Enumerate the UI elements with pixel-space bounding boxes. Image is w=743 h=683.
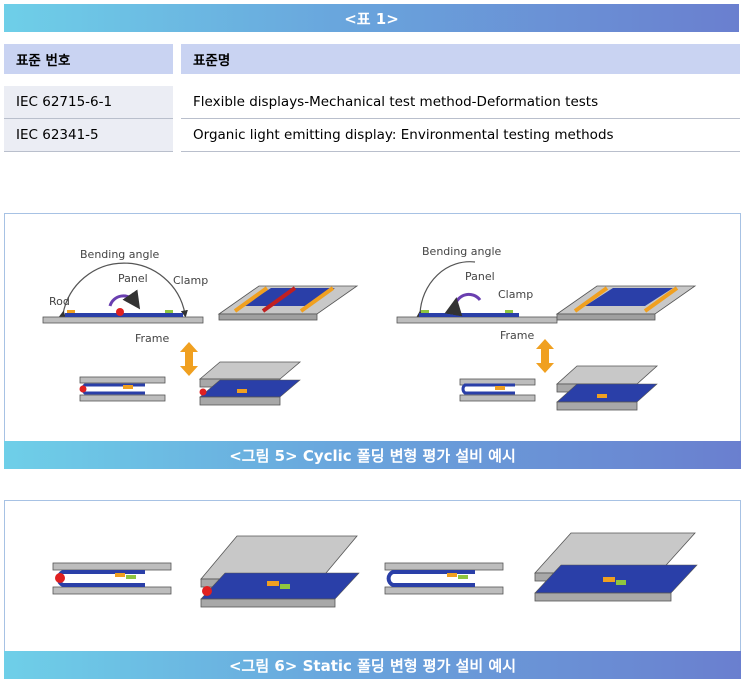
header-standard-number: 표준 번호 <box>4 44 173 74</box>
standard-name-cell: Flexible displays-Mechanical test method… <box>181 86 740 119</box>
standards-table: 표준 번호 표준명 IEC 62715-6-1 Flexible display… <box>4 44 740 152</box>
frame-label-right: Frame <box>500 329 535 342</box>
frame-label: Frame <box>135 332 170 345</box>
clamp-label: Clamp <box>173 274 208 287</box>
up-down-arrow-icon <box>180 342 198 376</box>
figure6-caption: <그림 6> Static 폴딩 변형 평가 설비 예시 <box>4 651 741 679</box>
panel-label-right: Panel <box>465 270 495 283</box>
figure6-box: <그림 6> Static 폴딩 변형 평가 설비 예시 <box>4 500 741 679</box>
figure5-box: Bending angle Panel Clamp Rod Frame Ben <box>4 213 741 469</box>
panel-label: Panel <box>118 272 148 285</box>
table-title: <표 1> <box>4 4 739 32</box>
standard-name-cell: Organic light emitting display: Environm… <box>181 119 740 152</box>
table-row: IEC 62341-5 Organic light emitting displ… <box>4 119 740 152</box>
static-folding-illustration <box>52 532 698 608</box>
rod-label: Rod <box>49 295 70 308</box>
clamp-label-right: Clamp <box>498 288 533 301</box>
table-header-row: 표준 번호 표준명 <box>4 44 740 74</box>
table-row: IEC 62715-6-1 Flexible displays-Mechanic… <box>4 86 740 119</box>
standard-number-cell: IEC 62715-6-1 <box>4 86 173 119</box>
header-standard-name: 표준명 <box>181 44 740 74</box>
up-down-arrow-icon <box>536 339 554 373</box>
bending-angle-label-right: Bending angle <box>422 245 502 258</box>
standard-number-cell: IEC 62341-5 <box>4 119 173 152</box>
figure5-caption: <그림 5> Cyclic 폴딩 변형 평가 설비 예시 <box>4 441 741 469</box>
cyclic-folding-illustration: Bending angle Panel Clamp Rod Frame Ben <box>42 245 697 411</box>
bending-angle-label: Bending angle <box>80 248 160 261</box>
